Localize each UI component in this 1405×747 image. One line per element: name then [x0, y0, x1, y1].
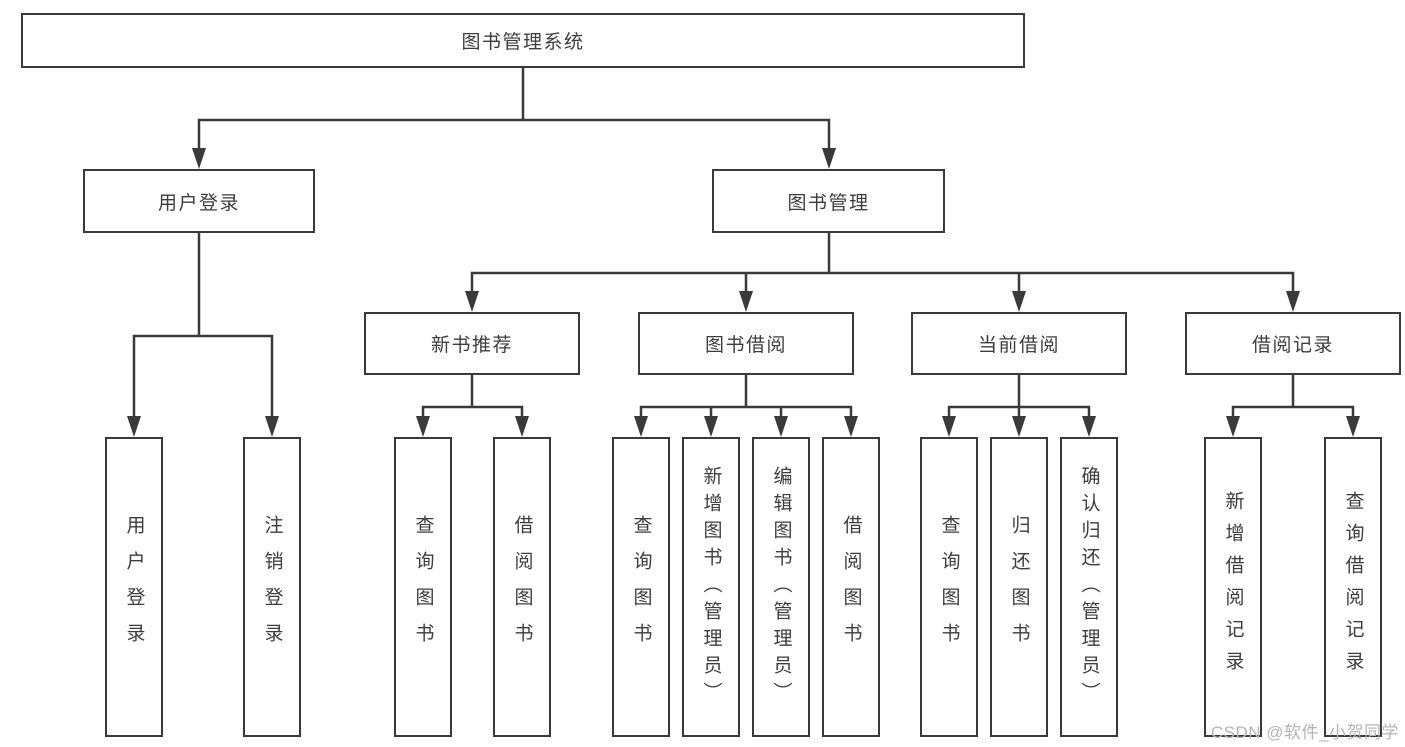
node-borrowing-records-label: 借阅记录	[1251, 335, 1334, 356]
node-book-borrowing-label: 图书借阅	[704, 335, 787, 356]
node-borrow-books-leaf-label: 借阅图书	[840, 515, 862, 659]
arrowhead	[1226, 416, 1240, 437]
node-query-books-current-label: 查询图书	[938, 515, 960, 659]
node-library-management-system-label: 图书管理系统	[461, 32, 585, 53]
node-borrow-books-recommend-label: 借阅图书	[511, 515, 533, 659]
arrowhead	[844, 416, 858, 437]
node-query-borrow-record: 查询借阅记录	[1324, 437, 1382, 737]
node-book-borrowing: 图书借阅	[638, 312, 854, 375]
node-edit-book-admin-label: 编辑图书（管理员）	[770, 465, 792, 709]
arrowhead	[1012, 291, 1026, 312]
node-borrowing-records: 借阅记录	[1185, 312, 1401, 375]
arrowhead	[127, 416, 141, 437]
arrowhead	[739, 291, 753, 312]
arrowhead	[634, 416, 648, 437]
arrowhead	[1286, 291, 1300, 312]
arrowhead	[416, 416, 430, 437]
node-add-book-admin: 新增图书（管理员）	[682, 437, 740, 737]
node-user-login: 用户登录	[83, 169, 315, 233]
arrowhead	[704, 416, 718, 437]
arrowhead	[465, 291, 479, 312]
arrowhead	[942, 416, 956, 437]
node-book-management: 图书管理	[712, 169, 945, 233]
node-add-borrow-record-label: 新增借阅记录	[1222, 491, 1244, 683]
arrowhead	[515, 416, 529, 437]
arrowhead	[265, 416, 279, 437]
node-confirm-return-admin-label: 确认归还（管理员）	[1078, 465, 1100, 709]
node-query-books-borrowing-label: 查询图书	[630, 515, 652, 659]
node-new-book-recommendation: 新书推荐	[364, 312, 580, 375]
node-current-borrowing-label: 当前借阅	[977, 335, 1060, 356]
node-return-books: 归还图书	[990, 437, 1048, 737]
arrowhead	[192, 148, 206, 169]
node-query-books-recommend-label: 查询图书	[412, 515, 434, 659]
node-user-login-label: 用户登录	[157, 192, 240, 214]
node-query-borrow-record-label: 查询借阅记录	[1342, 491, 1364, 683]
arrowhead	[1012, 416, 1026, 437]
node-user-login-leaf: 用户登录	[105, 437, 163, 737]
node-return-books-label: 归还图书	[1008, 515, 1030, 659]
node-borrow-books-recommend: 借阅图书	[493, 437, 551, 737]
node-logout-leaf-label: 注销登录	[261, 515, 283, 659]
node-add-book-admin-label: 新增图书（管理员）	[700, 465, 722, 709]
node-book-management-label: 图书管理	[787, 192, 870, 214]
node-current-borrowing: 当前借阅	[911, 312, 1127, 375]
node-query-books-recommend: 查询图书	[394, 437, 452, 737]
node-query-books-borrowing: 查询图书	[612, 437, 670, 737]
node-add-borrow-record: 新增借阅记录	[1204, 437, 1262, 737]
node-new-book-recommendation-label: 新书推荐	[430, 335, 513, 356]
node-logout-leaf: 注销登录	[243, 437, 301, 737]
node-library-management-system: 图书管理系统	[21, 13, 1025, 68]
csdn-watermark: CSDN @软件_小贺同学	[1210, 723, 1399, 742]
node-edit-book-admin: 编辑图书（管理员）	[752, 437, 810, 737]
arrowhead	[1082, 416, 1096, 437]
node-query-books-current: 查询图书	[920, 437, 978, 737]
arrowhead	[774, 416, 788, 437]
node-borrow-books-leaf: 借阅图书	[822, 437, 880, 737]
arrowhead	[822, 148, 836, 169]
node-user-login-leaf-label: 用户登录	[123, 515, 145, 659]
arrowhead	[1346, 416, 1360, 437]
node-confirm-return-admin: 确认归还（管理员）	[1060, 437, 1118, 737]
